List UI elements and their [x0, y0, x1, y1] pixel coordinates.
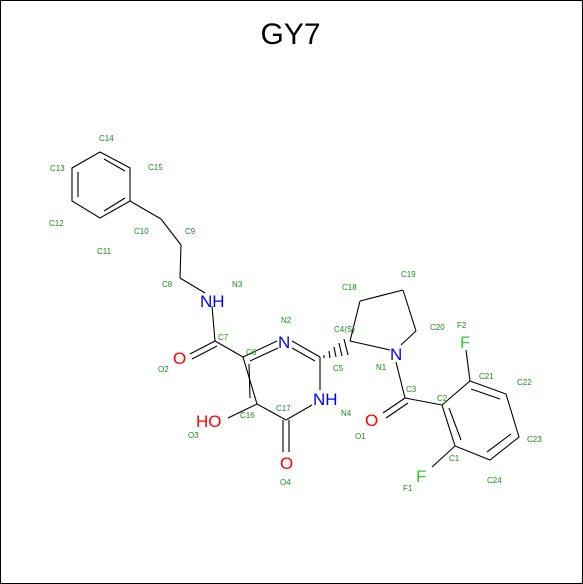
label-n1: N1: [376, 363, 387, 372]
atom-f-top: F: [460, 333, 470, 352]
bond-c3-c2: [404, 397, 443, 406]
atom-o-ring-carbonyl: O: [280, 454, 293, 473]
bond-n2-c5-inner: [291, 347, 316, 362]
bond-n1-c3: [395, 361, 406, 399]
bond-c8-c8b: [179, 244, 182, 279]
label-c21: C21: [479, 372, 494, 381]
ring2-inner-3: [448, 407, 462, 441]
label-c14: C14: [99, 134, 114, 143]
label-o2: O2: [158, 365, 169, 374]
benzene-ring: [71, 151, 131, 219]
atom-nh-amide: NH: [200, 292, 225, 311]
bond-c1-f1: [431, 445, 456, 468]
label-n3: N3: [232, 280, 243, 289]
label-c12: C12: [49, 219, 64, 228]
bond-c7-o2-a: [189, 340, 216, 355]
bond-c21-f2: [465, 349, 471, 382]
atom-o-pyrrolidine-carbonyl: O: [365, 411, 378, 430]
bond-n1-c4: [349, 340, 391, 351]
bond-c17-c16: [256, 403, 287, 421]
bond-c16-o3: [227, 403, 258, 419]
label-n4: N4: [341, 409, 352, 418]
label-c15: C15: [148, 163, 163, 172]
label-c3: C3: [406, 385, 417, 394]
atom-nh-ring: NH: [313, 390, 338, 409]
atom-n-pyrrolidine: N: [390, 345, 402, 364]
bond-c3-o1-a: [382, 397, 406, 414]
atom-labels: C14 C13 C15 C12 C10 C11 C9 C8 N3 NH C7 N…: [49, 134, 542, 493]
bond-n3-c7: [211, 305, 216, 342]
stereo-dash-bond: [323, 338, 349, 359]
bond-c8-n3: [179, 277, 206, 294]
label-f2: F2: [457, 321, 467, 330]
label-c7: C7: [218, 333, 229, 342]
label-o4: O4: [280, 478, 291, 487]
label-c16: C16: [240, 411, 255, 420]
bond-c19-c20: [402, 289, 417, 332]
bond-lines: [71, 151, 520, 468]
label-c24: C24: [487, 476, 502, 485]
label-c20: C20: [430, 323, 445, 332]
label-c23: C23: [527, 435, 542, 444]
bond-nh4-c17: [285, 404, 313, 421]
atom-f-bottom: F: [416, 467, 426, 486]
label-c8: C8: [162, 280, 173, 289]
bond-c9-c8: [160, 218, 182, 246]
benzene-inner-2: [103, 197, 126, 212]
label-c17: C17: [276, 404, 291, 413]
label-c5: C5: [333, 364, 344, 373]
benzene-inner-1: [103, 158, 126, 172]
label-n2: N2: [281, 316, 292, 325]
label-o1: O1: [355, 432, 366, 441]
atom-o-amide: O: [173, 349, 186, 368]
label-c10: C10: [134, 227, 149, 236]
label-c6: C6: [246, 348, 257, 357]
label-c13: C13: [50, 164, 65, 173]
bond-c10-c9: [129, 200, 162, 220]
bond-c4-c18: [349, 300, 361, 342]
bond-c6-n2: [242, 340, 278, 358]
label-c1: C1: [449, 454, 460, 463]
label-c22: C22: [517, 378, 532, 387]
label-c2: C2: [437, 394, 448, 403]
label-c18: C18: [342, 283, 357, 292]
ring2-inner-2: [486, 433, 512, 453]
bond-c6-n2-inner: [249, 347, 279, 362]
bond-c7-o2-b: [191, 345, 218, 360]
label-c19: C19: [401, 270, 416, 279]
bond-n2-c5: [291, 340, 321, 358]
ring2-inner-1: [470, 388, 501, 400]
label-c9: C9: [185, 227, 196, 236]
label-c11: C11: [97, 247, 112, 256]
bond-c16-c6-inner: [248, 363, 251, 399]
bond-c7-c6: [214, 340, 244, 358]
atom-n-ring: N: [278, 333, 290, 352]
bond-c18-c19: [359, 289, 404, 302]
bond-c20-n1: [400, 330, 417, 346]
atom-ho-hydroxyl: HO: [196, 412, 222, 431]
bond-c3-o1-b: [385, 402, 409, 419]
label-o3: O3: [188, 431, 199, 440]
label-f1: F1: [403, 484, 413, 493]
molecule-title: GY7: [260, 18, 321, 51]
label-c4s: C4(S): [334, 325, 355, 334]
